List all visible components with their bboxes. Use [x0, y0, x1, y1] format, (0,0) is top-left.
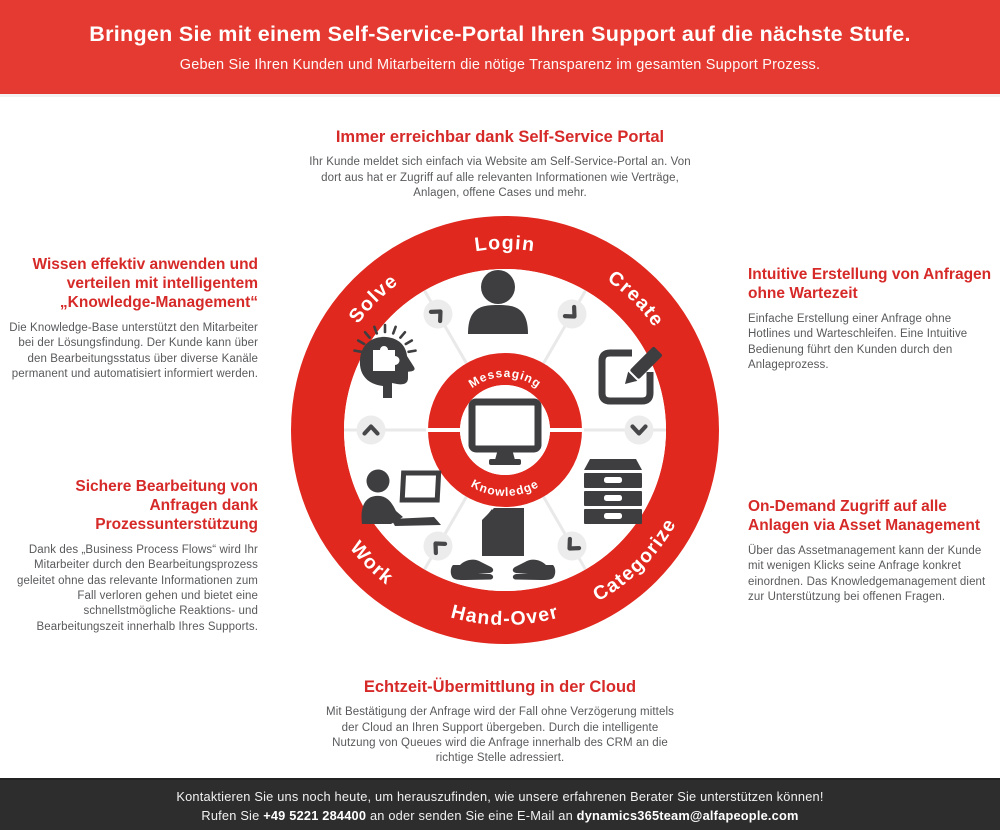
drawers-icon	[584, 459, 642, 524]
clockwise-chevron-icon	[624, 415, 654, 445]
outer-ring	[291, 216, 719, 644]
process-wheel-diagram: Solve Login Create Work Hand-Over Catego…	[291, 216, 719, 644]
section-body: Über das Assetmanagement kann der Kunde …	[748, 544, 986, 604]
section-asset-management: On-Demand Zugriff auf alle Anlagen via A…	[748, 498, 1000, 605]
footer-phone-email-line: Rufen Sie +49 5221 284400 an oder senden…	[0, 808, 1000, 823]
clockwise-chevron-icon	[423, 531, 453, 561]
clockwise-chevron-icon	[356, 415, 386, 445]
section-title: Immer erreichbar dank Self-Service Porta…	[335, 128, 665, 146]
compose-icon	[598, 347, 662, 405]
section-body: Einfache Erstellung einer Anfrage ohne H…	[748, 312, 968, 372]
section-self-service-portal: Immer erreichbar dank Self-Service Porta…	[285, 127, 715, 201]
footer-email[interactable]: dynamics365team@alfapeople.com	[576, 808, 799, 823]
monitor-icon	[468, 398, 542, 465]
section-title: Echtzeit-Übermittlung in der Cloud	[363, 678, 637, 696]
footer-contact-line: Kontaktieren Sie uns noch heute, um hera…	[176, 789, 824, 804]
flow-arrows	[356, 299, 654, 561]
section-title: Wissen effektiv anwenden und verteilen m…	[32, 256, 258, 311]
page-subtitle: Geben Sie Ihren Kunden und Mitarbeitern …	[179, 57, 821, 73]
clockwise-chevron-icon	[557, 531, 587, 561]
idea-rays	[353, 323, 417, 354]
agent-computer-icon	[361, 469, 442, 526]
section-knowledge-management: Wissen effektiv anwenden und verteilen m…	[8, 256, 258, 382]
section-intuitive-erstellung: Intuitive Erstellung von Anfragen ohne W…	[748, 266, 994, 373]
section-body: Die Knowledge-Base unterstützt den Mitar…	[9, 321, 258, 380]
ring-label-login: Login	[473, 232, 537, 256]
section-body: Ihr Kunde meldet sich einfach via Websit…	[309, 156, 691, 199]
footer-text: Rufen Sie	[201, 808, 260, 823]
document-hands-icon	[450, 508, 556, 580]
section-body: Dank des „Business Process Flows“ wird I…	[16, 543, 258, 633]
section-title: Sichere Bearbeitung von Anfragen dank Pr…	[75, 478, 258, 533]
section-title: On-Demand Zugriff auf alle Anlagen via A…	[748, 498, 980, 534]
section-prozessunterstuetzung: Sichere Bearbeitung von Anfragen dank Pr…	[8, 478, 258, 635]
section-body: Mit Bestätigung der Anfrage wird der Fal…	[326, 706, 674, 765]
section-title: Intuitive Erstellung von Anfragen ohne W…	[748, 266, 992, 302]
contact-footer: Kontaktieren Sie uns noch heute, um hera…	[0, 778, 1000, 830]
footer-phone[interactable]: +49 5221 284400	[263, 808, 367, 823]
page-title: Bringen Sie mit einem Self-Service-Porta…	[89, 22, 911, 46]
clockwise-chevron-icon	[557, 299, 587, 329]
footer-text: an oder senden Sie eine E-Mail an	[369, 808, 573, 823]
clockwise-chevron-icon	[423, 299, 453, 329]
user-icon	[468, 270, 528, 334]
idea-head-icon	[353, 323, 417, 398]
section-cloud-uebermittlung: Echtzeit-Übermittlung in der Cloud Mit B…	[290, 677, 710, 767]
header-banner: Bringen Sie mit einem Self-Service-Porta…	[0, 0, 1000, 97]
